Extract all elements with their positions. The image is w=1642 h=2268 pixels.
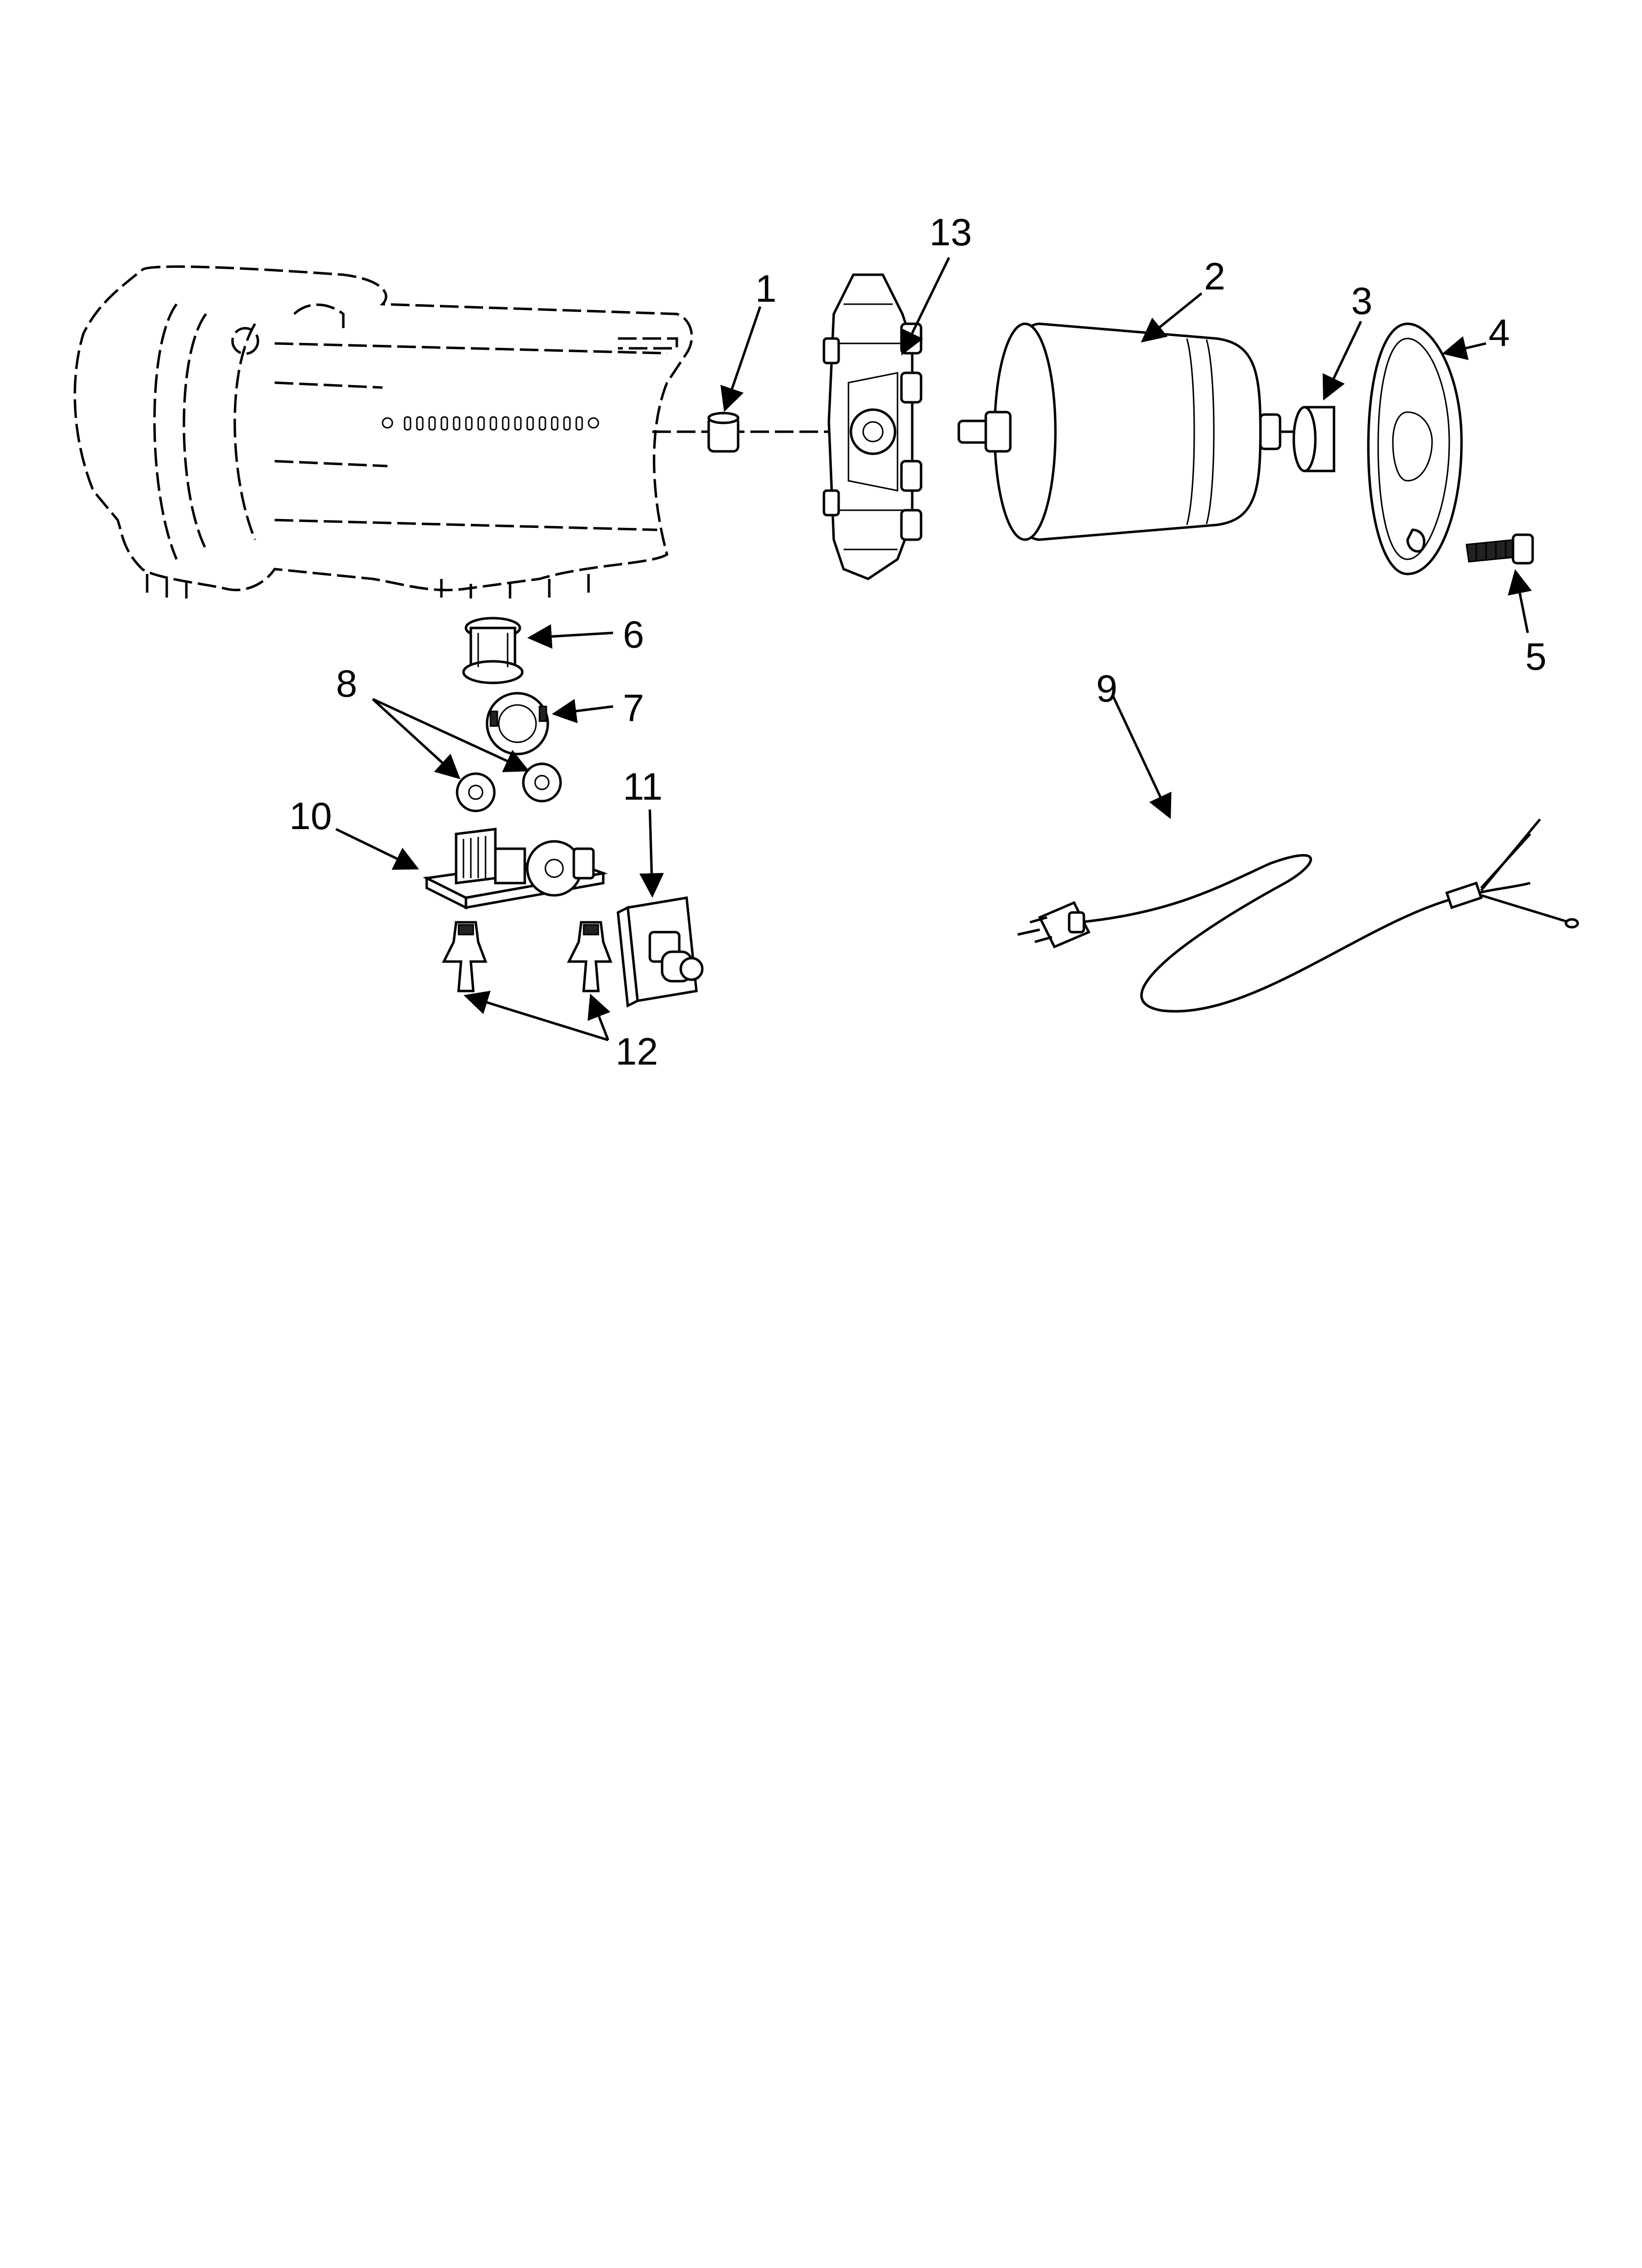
part-13-motor-mount <box>822 273 923 580</box>
callout-labels: 1 13 2 3 4 5 6 7 8 9 10 11 12 <box>289 210 1546 1073</box>
part-2-motor <box>957 322 1282 541</box>
mixer-housing <box>74 265 693 599</box>
part-6-spool <box>462 617 524 684</box>
callout-3: 3 <box>1351 279 1372 322</box>
callout-11: 11 <box>623 765 663 808</box>
callout-1: 1 <box>755 267 776 310</box>
callout-2: 2 <box>1204 255 1225 298</box>
part-9-power-cord <box>1017 818 1579 1013</box>
leader-lines <box>335 257 1532 1042</box>
callout-7: 7 <box>623 686 644 730</box>
part-5-screw <box>1465 533 1534 565</box>
callout-5: 5 <box>1525 635 1546 678</box>
vent-slots <box>382 416 599 431</box>
callout-13: 13 <box>929 210 972 254</box>
callout-10: 10 <box>289 794 332 837</box>
part-10-control-board <box>422 828 608 910</box>
callout-12: 12 <box>616 1030 658 1073</box>
part-3-bearing <box>1292 406 1335 472</box>
part-8-washers <box>456 762 562 812</box>
callout-6: 6 <box>623 613 644 656</box>
callout-4: 4 <box>1488 311 1510 354</box>
part-1-bushing <box>707 412 740 453</box>
part-12-clips <box>441 921 613 992</box>
part-7-grommet <box>486 692 549 756</box>
part-11-switch <box>616 896 704 1008</box>
callout-8: 8 <box>336 662 357 705</box>
callout-9: 9 <box>1096 667 1117 710</box>
part-4-end-cover <box>1367 322 1463 575</box>
